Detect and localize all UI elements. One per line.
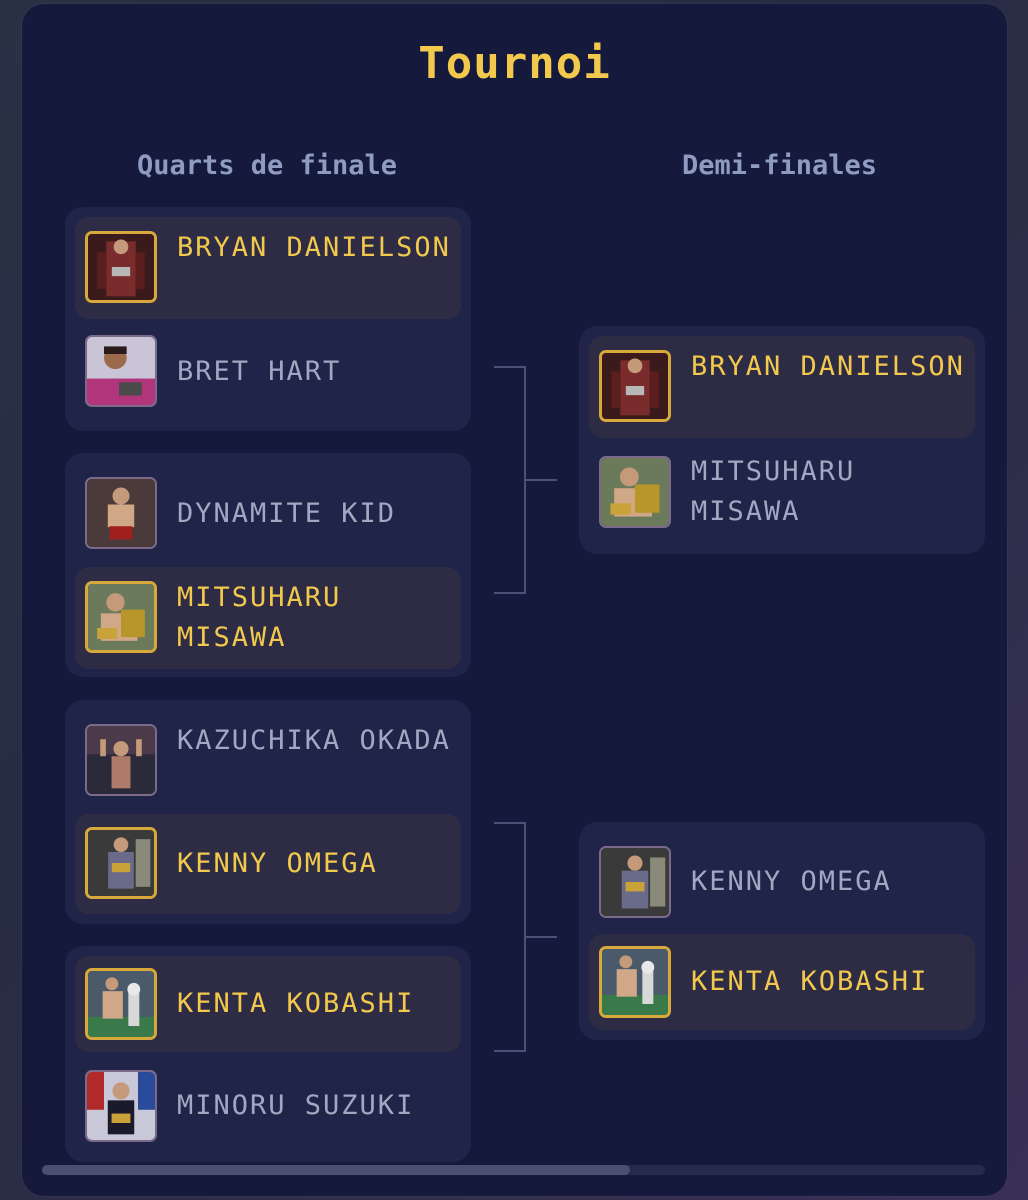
wrestler-name: DYNAMITE KID — [177, 498, 397, 529]
column-header-quarterfinals: Quarts de finale — [136, 150, 398, 181]
match-card-qf4[interactable]: KENTA KOBASHI MINORU SUZUKI — [65, 946, 471, 1162]
match-entry-loser[interactable]: DYNAMITE KID — [75, 463, 461, 565]
tournament-panel: Tournoi Quarts de finale Demi-finales BR… — [22, 4, 1007, 1196]
match-entry-winner[interactable]: BRYAN DANIELSON — [589, 336, 975, 438]
wrestler-avatar — [599, 846, 671, 918]
wrestler-name: KENNY OMEGA — [691, 866, 892, 897]
match-card-qf2[interactable]: DYNAMITE KID MITSUHARU MISAWA — [65, 453, 471, 677]
bracket-connector — [524, 936, 557, 938]
wrestler-name: MINORU SUZUKI — [177, 1090, 415, 1121]
match-card-qf3[interactable]: KAZUCHIKA OKADA KENNY OMEGA — [65, 700, 471, 924]
wrestler-avatar — [85, 1070, 157, 1142]
match-entry-loser[interactable]: KENNY OMEGA — [589, 832, 975, 932]
wrestler-avatar — [599, 350, 671, 422]
page-title: Tournoi — [418, 38, 611, 89]
wrestler-name: KAZUCHIKA OKADA — [177, 725, 451, 756]
match-card-sf2[interactable]: KENNY OMEGA KENTA KOBASHI — [579, 822, 985, 1040]
wrestler-name: MITSUHARU MISAWA — [177, 582, 342, 653]
wrestler-name: BRYAN DANIELSON — [177, 232, 451, 263]
match-entry-loser[interactable]: MITSUHARU MISAWA — [589, 440, 975, 544]
match-entry-winner[interactable]: KENNY OMEGA — [75, 814, 461, 914]
wrestler-avatar — [599, 456, 671, 528]
wrestler-avatar — [85, 335, 157, 407]
column-header-semifinals: Demi-finales — [681, 150, 878, 181]
wrestler-avatar — [599, 946, 671, 1018]
match-entry-winner[interactable]: BRYAN DANIELSON — [75, 217, 461, 319]
wrestler-avatar — [85, 724, 157, 796]
match-entry-winner[interactable]: KENTA KOBASHI — [589, 934, 975, 1030]
wrestler-name: MITSUHARU MISAWA — [691, 456, 856, 527]
wrestler-avatar — [85, 581, 157, 653]
bracket-connector — [494, 822, 526, 1052]
match-entry-loser[interactable]: MINORU SUZUKI — [75, 1058, 461, 1154]
match-entry-winner[interactable]: KENTA KOBASHI — [75, 956, 461, 1052]
horizontal-scrollbar[interactable] — [42, 1165, 985, 1175]
wrestler-avatar — [85, 968, 157, 1040]
match-card-sf1[interactable]: BRYAN DANIELSON MITSUHARU MISAWA — [579, 326, 985, 554]
wrestler-name: BRET HART — [177, 356, 342, 387]
match-entry-loser[interactable]: BRET HART — [75, 321, 461, 423]
match-entry-winner[interactable]: MITSUHARU MISAWA — [75, 567, 461, 669]
scrollbar-thumb[interactable] — [42, 1165, 630, 1175]
wrestler-avatar — [85, 477, 157, 549]
wrestler-avatar — [85, 827, 157, 899]
wrestler-name: KENTA KOBASHI — [691, 966, 929, 997]
wrestler-name: BRYAN DANIELSON — [691, 351, 965, 382]
wrestler-avatar — [85, 231, 157, 303]
match-entry-loser[interactable]: KAZUCHIKA OKADA — [75, 710, 461, 812]
match-card-qf1[interactable]: BRYAN DANIELSON BRET HART — [65, 207, 471, 431]
bracket-connector — [524, 479, 557, 481]
bracket-connector — [494, 366, 526, 594]
wrestler-name: KENTA KOBASHI — [177, 988, 415, 1019]
wrestler-name: KENNY OMEGA — [177, 848, 378, 879]
